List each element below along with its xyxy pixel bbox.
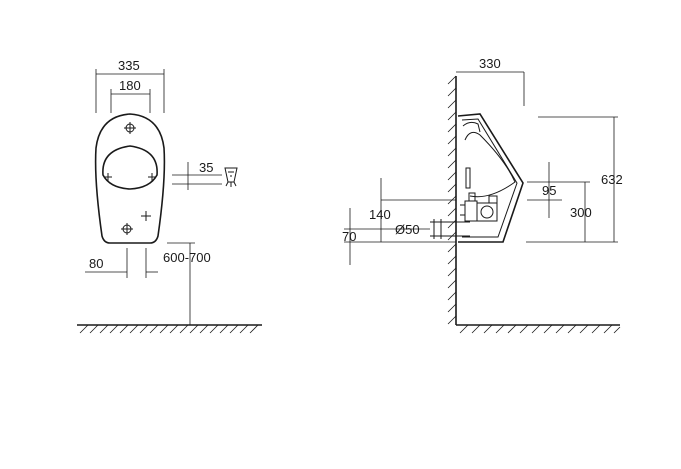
dim-height-70: 70	[342, 208, 456, 265]
front-view: 335 180 35	[77, 58, 262, 334]
dim-drain-diameter-label: Ø50	[395, 222, 420, 237]
front-floor	[77, 324, 262, 334]
dim-height-range: 600-700	[163, 242, 211, 325]
dim-depth-35: 35	[172, 160, 238, 190]
front-floor-hatch	[79, 324, 259, 334]
dim-width-inner-label: 180	[119, 78, 141, 93]
fixing-cross-left-icon	[104, 173, 112, 181]
dim-width-inner: 180	[110, 78, 151, 113]
dim-height-70-label: 70	[342, 229, 356, 244]
fixing-cross-right-icon	[148, 173, 156, 181]
front-bowl-opening	[102, 145, 158, 190]
dim-width-outer-label: 335	[118, 58, 140, 73]
bottom-fixing-cross-icon	[141, 211, 151, 221]
side-body-outline	[457, 113, 524, 243]
dim-height-95-label: 95	[542, 183, 556, 198]
front-body-outline	[94, 113, 166, 244]
dim-side-80-label: 80	[89, 256, 103, 271]
inlet-cross-icon	[124, 122, 136, 134]
dim-width-outer: 335	[95, 58, 165, 113]
side-view: 330 632 300 95 140	[342, 56, 623, 334]
dim-height-140: 140	[369, 178, 456, 242]
dim-height-140-label: 140	[369, 207, 391, 222]
dim-height-300-label: 300	[570, 205, 592, 220]
spray-nozzle-icon	[224, 167, 238, 187]
outlet-cross-icon	[121, 223, 133, 235]
side-body-inner	[461, 118, 518, 238]
dim-height-300: 300	[527, 181, 592, 242]
side-inlet-pipe	[462, 121, 481, 133]
drain-pipe	[430, 219, 470, 239]
siphon-assembly	[460, 167, 498, 222]
side-bowl-curve	[464, 131, 516, 198]
dim-height-total-label: 632	[601, 172, 623, 187]
dim-side-80: 80	[85, 248, 158, 278]
dim-depth-35-label: 35	[199, 160, 213, 175]
dim-height-total: 632	[526, 116, 623, 243]
dim-height-95: 95	[527, 162, 562, 218]
dim-height-range-label: 600-700	[163, 250, 211, 265]
dim-side-depth: 330	[456, 56, 525, 106]
dim-side-depth-label: 330	[479, 56, 501, 71]
